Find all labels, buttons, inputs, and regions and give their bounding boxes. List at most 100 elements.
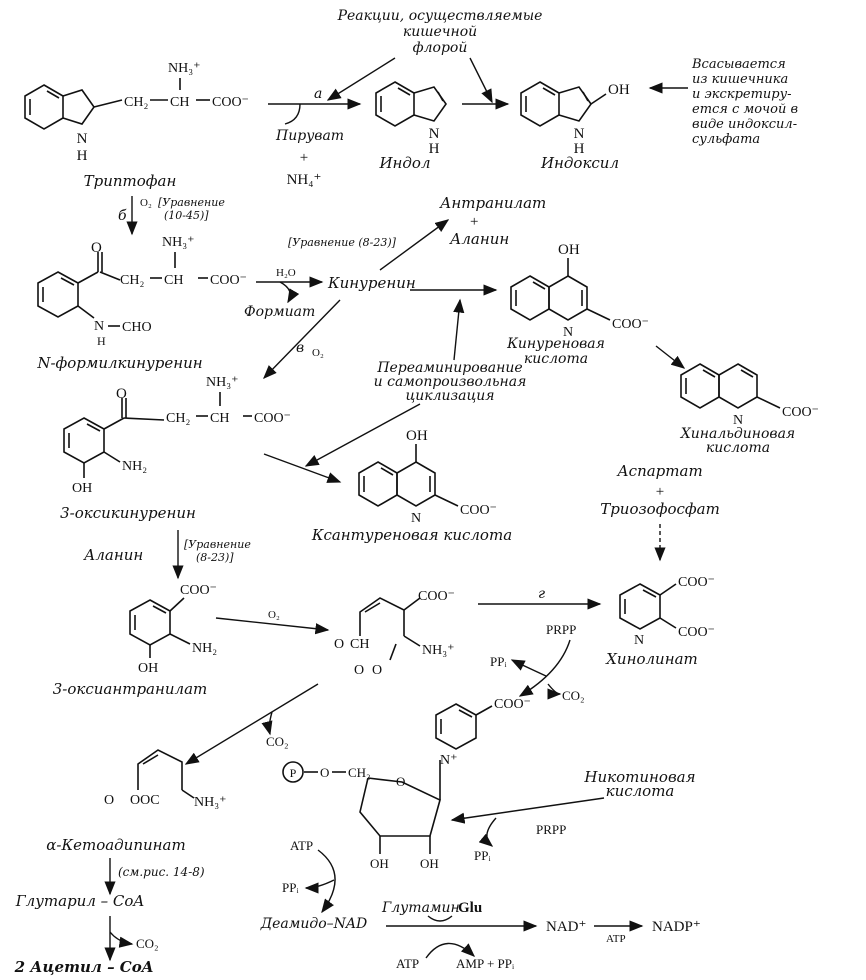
indoxyl-n: N (574, 126, 585, 142)
semi-ch: CH (350, 637, 369, 652)
anthranilate-label: Антранилат (439, 194, 546, 212)
co2-branch-1 (547, 683, 562, 700)
ha-coo: COO⁻ (180, 583, 217, 598)
indole-h: H (429, 141, 440, 157)
absorb-note-line-1: Всасывается (691, 57, 786, 72)
co2-branch-3 (109, 931, 134, 948)
n-formylkynurenine-structure: O CH₂ CH NH₃⁺ COO⁻ N H CHO (37, 235, 247, 348)
eq-8-23-top: [Уравнение (8-23)] (288, 236, 397, 249)
tryptophan-structure: N H CH₂ CH NH₃⁺ COO⁻ (24, 61, 249, 164)
kynurenic-to-quinaldic-arrow (655, 345, 686, 369)
flora-note-line-3: флорой (413, 40, 468, 56)
hydroxykynurenine-label: 3-оксикинуренин (60, 504, 196, 522)
hk-ch: CH (210, 411, 229, 426)
ribose-oh-2: OH (420, 856, 439, 871)
quinaldic-label-line-1: Хинальдиновая (680, 426, 795, 442)
semialdehyde-structure: COO⁻ O CH NH₃⁺ O O (334, 589, 455, 678)
flora-arrow-left (326, 57, 396, 101)
semi-o: O (354, 663, 364, 678)
eq-8-23-mid-line-2: (8-23)] (196, 551, 234, 564)
step-g-label: г (538, 586, 545, 602)
tryptophan-label: Триптофан (84, 172, 177, 190)
semi-to-ketoadipinate-arrow (184, 683, 319, 765)
quinolinate-coo-1: COO⁻ (678, 575, 715, 590)
ppi-2: PPᵢ (474, 848, 491, 863)
triose-phosphate-label: Триозофосфат (600, 500, 720, 518)
step-a-label: а (314, 86, 322, 102)
nad-label: NAD⁺ (546, 919, 586, 935)
hk-ch2: CH₂ (166, 411, 190, 426)
kynurenic-label-line-1: Кинуреновая (506, 336, 605, 352)
eq-10-45-line-2: (10-45)] (164, 209, 209, 222)
quinolinate-n: N (634, 633, 644, 648)
nfk-n: N (94, 319, 104, 334)
hydroxyanthranilate-label: 3-оксиантранилат (53, 680, 208, 698)
prpp-1: PRPP (546, 622, 576, 637)
aspartate-label: Аспартат (616, 462, 702, 480)
ketoadipinate-precursor-structure: O OOC NH₃⁺ (104, 749, 227, 810)
see-fig-label: (см.рис. 14-8) (118, 865, 205, 879)
step-b-o2: O₂ (140, 197, 152, 209)
nicotinic-acid-line-1: Никотиновая (583, 768, 695, 786)
tryptophan-ch: CH (170, 95, 189, 110)
ppi-branch-3 (304, 879, 335, 894)
nmn-coo: COO⁻ (494, 697, 531, 712)
ppi-branch-1 (510, 659, 547, 677)
kap-o: O (104, 793, 114, 808)
atp-3: ATP (606, 933, 626, 945)
eq-10-45-line-1: [Уравнение (158, 196, 225, 209)
ribose-o: O (396, 774, 405, 789)
plus-anthranilate: + (470, 214, 478, 230)
step-v-label: в (296, 340, 304, 356)
nfk-ch: CH (164, 273, 183, 288)
eq-8-23-mid-line-1: [Уравнение (184, 538, 251, 551)
hydroxykynurenine-structure: O CH₂ CH NH₃⁺ COO⁻ NH₂ OH (63, 375, 291, 496)
nfk-nh3: NH₃⁺ (162, 235, 195, 250)
co2-2: CO₂ (266, 734, 289, 749)
acetyl-coa-label: 2 Ацетил – CoA (14, 958, 154, 976)
xanthurenic-oh: OH (406, 428, 428, 444)
quinolinate-label: Хинолинат (605, 650, 698, 668)
semi-nh3: NH₃⁺ (422, 643, 455, 658)
ketoadipinate-label: α-Кетоадипинат (46, 836, 185, 854)
tryptophan-ch2: CH₂ (124, 95, 148, 110)
formate-label: Формиат (244, 304, 315, 320)
indoxyl-structure: OH N H (520, 81, 630, 157)
ha-o2: O₂ (268, 609, 280, 621)
step-v-o2: O₂ (312, 347, 324, 359)
quinolinate-structure: COO⁻ COO⁻ N (619, 575, 715, 648)
quinaldic-n: N (733, 413, 743, 428)
pyruvate-branch (284, 103, 301, 125)
absorb-note-line-4: ется с мочой в (692, 102, 798, 117)
transamination-line-2: и самопроизвольная (374, 374, 527, 390)
quinaldic-coo: COO⁻ (782, 405, 819, 420)
ppi-3: PPᵢ (282, 880, 299, 895)
nfk-o: O (91, 240, 102, 256)
kynurenic-acid-structure: OH N COO⁻ (510, 242, 649, 340)
tryptophan-n: N (77, 131, 88, 147)
transamination-up-arrow (453, 298, 465, 361)
alanine-top-label: Аланин (449, 230, 509, 248)
xanthurenic-coo: COO⁻ (460, 503, 497, 518)
ha-nh2: NH₂ (192, 641, 217, 656)
transamination-line-3: циклизация (405, 388, 494, 404)
hydroxyanthranilate-structure: COO⁻ NH₂ OH (129, 583, 217, 676)
atp-1: ATP (290, 838, 313, 853)
alanine-mid-label: Аланин (83, 546, 143, 564)
indoxyl-label: Индоксил (540, 154, 619, 172)
n-formylkynurenine-label: N-формилкинуренин (36, 354, 202, 372)
absorb-note-line-5: виде индоксил- (692, 117, 797, 132)
transamination-down-arrow (304, 403, 421, 467)
pyruvate-label: Пируват (275, 128, 344, 144)
xanthurenic-label: Ксантуреновая кислота (311, 526, 512, 544)
plus-aspartate: + (656, 484, 664, 500)
amp-ppi-label: AMP + PPᵢ (456, 956, 515, 971)
semi-o-minus: O (372, 663, 382, 678)
transamination-note: Переаминирование и самопроизвольная цикл… (374, 360, 527, 404)
flora-note: Реакции, осуществляемые кишечной флорой (337, 8, 543, 56)
hk-oh: OH (72, 481, 92, 496)
ha-oh: OH (138, 661, 158, 676)
step-v-arrow (263, 299, 341, 380)
quinaldic-acid-structure: N COO⁻ (680, 363, 819, 428)
